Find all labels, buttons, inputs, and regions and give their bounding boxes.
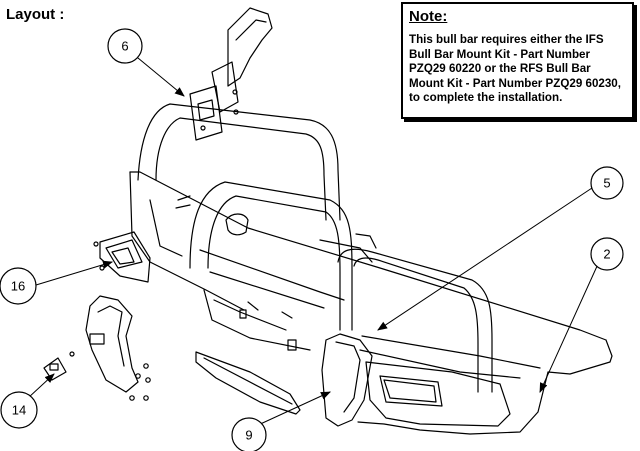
callout-2-label: 2 (603, 247, 610, 262)
leader-lines (27, 57, 599, 427)
callout-14-circle (0, 391, 38, 429)
callout-6-label: 6 (121, 39, 128, 54)
callout-14-label: 14 (12, 403, 26, 418)
callouts (0, 28, 624, 451)
callout-16-label: 16 (11, 279, 25, 294)
note-text: This bull bar requires either the IFS Bu… (409, 33, 621, 104)
callout-9-circle (231, 417, 267, 451)
callout-16-circle (0, 267, 37, 305)
note-box: Note: This bull bar requires either the … (401, 2, 634, 119)
light-surround-part (93, 231, 151, 283)
upper-hoop (137, 103, 493, 393)
note-title: Note: (409, 8, 448, 25)
callout-2-circle (590, 237, 624, 271)
callout-9-label: 9 (245, 428, 252, 443)
side-wing-part (43, 295, 151, 401)
callout-6-circle (107, 28, 143, 64)
layout-heading: Layout : (6, 6, 65, 23)
bumper-body (129, 171, 613, 435)
callout-5-label: 5 (603, 176, 610, 191)
mount-bracket-part (189, 7, 273, 141)
callout-5-circle (590, 166, 624, 200)
lower-skid-part (195, 351, 301, 415)
